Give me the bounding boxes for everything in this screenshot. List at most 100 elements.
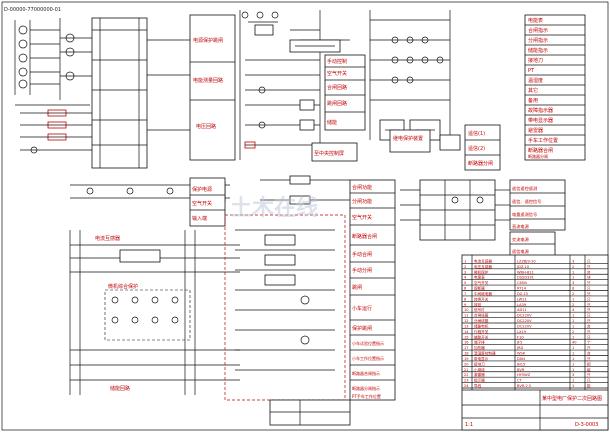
bom-cell: 小母线 — [474, 367, 485, 372]
bom-cell: F10 — [517, 335, 524, 339]
bom-cell: 1 — [572, 384, 574, 388]
bom-cell: 台 — [587, 269, 591, 274]
right-mid-item: 直流电源 — [512, 223, 530, 230]
right-mid-item: 遥信遥控遥测 — [512, 185, 537, 192]
right-panel-item: 断路器合闸 — [528, 147, 553, 154]
ct-label: 电流互感器 — [95, 235, 120, 242]
bom-cell: 只 — [587, 297, 591, 301]
bottom-legend — [269, 399, 351, 426]
bom-cell: 只 — [587, 379, 591, 383]
sheet-number: D-3-0003 — [575, 422, 598, 428]
central-control-box: 至中央控制屏 — [311, 142, 358, 162]
bom-cell: 接地刀 — [474, 361, 485, 366]
tripping-label: 跳闸 — [352, 284, 362, 291]
title-block — [461, 254, 609, 431]
bom-cell: CT — [517, 379, 523, 383]
bom-cell: 21 — [464, 368, 469, 372]
bom-cell: 1 — [572, 319, 574, 323]
right-panel-item: 分闸指示 — [528, 37, 548, 44]
opening-fn-label: 分闸功能 — [352, 198, 372, 205]
bom-cell: 1 — [572, 352, 574, 356]
bom-cell: DZ-15 — [517, 292, 528, 296]
bom-cell: LA39 — [517, 303, 527, 307]
right-middle-terminal-area: 遥信遥控遥测 遥信、遥控信号 电量遥测信号 直流电源 交流电源 遥信电源 — [400, 179, 566, 257]
bom-cell: 只 — [587, 335, 591, 339]
bom-cell: 8 — [464, 297, 467, 301]
bom-cell: 3 — [572, 373, 574, 377]
bom-cell: 3 — [572, 281, 574, 285]
bom-cell: 储能电机 — [474, 323, 489, 328]
small-car-work-label: 小车工作位置指示 — [352, 355, 384, 361]
measure-loop-label: 电能测量回路 — [193, 77, 223, 84]
bom-cell: 台 — [587, 323, 591, 328]
breaker-closing-label: 断路器合闸 — [352, 233, 377, 240]
right-mid-item: 电量遥测信号 — [512, 211, 537, 218]
central-control-label: 至中央控制屏 — [314, 150, 344, 157]
protect-air-label: 空气开关 — [192, 200, 212, 207]
bom-cell: 2 — [572, 330, 574, 334]
right-panel-item: 合闸指示 — [528, 27, 548, 34]
lower-left-main-circuit: 电流互感器 微机综合保护 储能回路 — [69, 230, 240, 395]
right-panel-item: 手车工作位置 — [528, 137, 558, 144]
bom-cell: 微机保护 — [474, 269, 489, 274]
bom-cell: 1 — [572, 362, 574, 366]
bom-cell: DC220V — [517, 324, 532, 328]
bom-cell: DSSD331 — [517, 276, 534, 280]
bom-cell: 5 — [464, 281, 466, 285]
right-panel-item: 带电显示器 — [528, 117, 553, 124]
bom-cell: JDZ-10 — [516, 265, 530, 269]
bom-cell: 只 — [587, 265, 591, 269]
protect-supply-label: 保护电源 — [192, 186, 212, 193]
bom-cell: 1 — [572, 297, 574, 301]
bom-cell: 2 — [572, 265, 574, 269]
bom-cell: 16 — [464, 341, 469, 345]
bom-cell: 只 — [587, 357, 591, 361]
bom-cell: 1 — [572, 276, 574, 280]
bom-cell: 电流互感器 — [474, 258, 492, 263]
right-panel-item: 电能表 — [528, 17, 543, 24]
protect-trip2-label: 保护跳闸 — [352, 325, 372, 332]
bom-cell: 2 — [572, 303, 574, 307]
bom-cell: 19 — [464, 357, 469, 361]
bom-cell: 中间继电器 — [474, 291, 492, 296]
protect-trip-label: 电源保护跳闸 — [193, 37, 223, 44]
bom-cell: 1 — [572, 357, 574, 361]
small-trolley-label: 小车运行 — [352, 305, 372, 312]
mid-left-protection: 保护电源 空气开关 输入端 — [70, 177, 230, 227]
bom-cell: 个 — [587, 340, 591, 345]
bom-cell: DC220V — [517, 314, 532, 318]
bom-cell: 14 — [464, 330, 469, 334]
bom-cell: 块 — [587, 275, 591, 280]
bom-cell: 合闸线圈 — [474, 313, 489, 318]
center-lower-module — [224, 175, 350, 401]
control-label-column: 手动控制 空气开关 合闸回路 跳闸回路 储能 — [324, 54, 366, 131]
bom-cell: LW21 — [517, 297, 527, 301]
right-mid-item: 遥信、遥控信号 — [512, 198, 541, 205]
center-label-column: 合闸功能 分闸功能 空气开关 断路器合闸 手动合闸 手动分闸 跳闸 小车运行 保… — [349, 179, 396, 401]
bom-cell: 分闸线圈 — [474, 318, 489, 323]
close-fn-label: 合闸功能 — [352, 184, 372, 191]
bom-cell: 只 — [587, 330, 591, 334]
right-panel-item: 断路器分闸 — [528, 153, 548, 159]
bom-cell: 1 — [464, 259, 466, 263]
scale: 1:1 — [465, 422, 473, 428]
bom-cell: WSK — [517, 352, 526, 356]
bom-cell: 台 — [587, 351, 591, 356]
bom-cell: 1 — [572, 324, 574, 328]
right-panel-item: 避雷器 — [528, 127, 543, 134]
bom-cell: HY5WZ — [517, 373, 531, 377]
bom-cell: 只 — [587, 373, 591, 377]
bom-cell: 6 — [464, 287, 467, 291]
bom-cell: 1 — [572, 270, 574, 274]
left-bottom2-label: 储能回路 — [110, 385, 130, 392]
breaker-close-ind-label: 断路器合闸指示 — [352, 370, 380, 376]
bom-cell: 20 — [464, 362, 469, 366]
bom-cell: DC220V — [517, 319, 532, 323]
close-circuit-label: 合闸回路 — [327, 84, 347, 91]
bom-cell: 行程开关 — [474, 329, 489, 334]
right-box-b: 遥信(2) — [468, 145, 485, 152]
right-panel-item: 故障指示器 — [528, 107, 553, 114]
bom-cell: 17 — [464, 346, 469, 350]
right-top-label-panel: 电能表 合闸指示 分闸指示 储能指示 接地刀 PT 温湿度 其它 备用 故障指示… — [524, 14, 586, 161]
